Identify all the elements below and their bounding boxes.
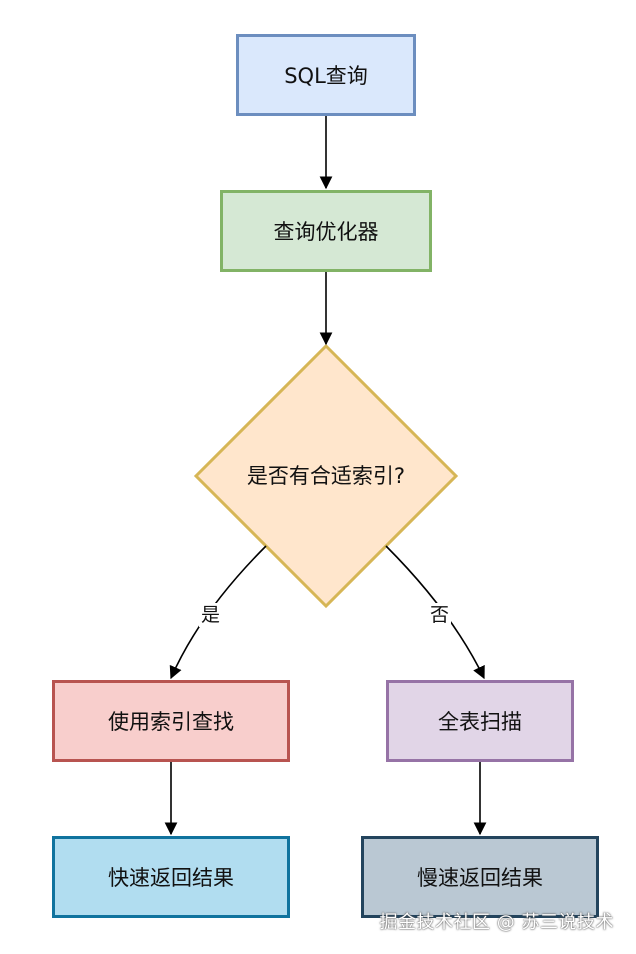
node-use-index-label: 使用索引查找	[108, 710, 234, 734]
node-query-optimizer-label: 查询优化器	[273, 220, 379, 244]
node-slow-return: 慢速返回结果	[361, 836, 599, 918]
node-fast-return: 快速返回结果	[52, 836, 290, 918]
node-use-index: 使用索引查找	[52, 680, 290, 762]
node-query-optimizer: 查询优化器	[220, 190, 432, 272]
node-sql-query-label: SQL查询	[284, 64, 368, 88]
node-full-table-scan: 全表扫描	[386, 680, 574, 762]
node-fast-return-label: 快速返回结果	[108, 866, 234, 890]
node-slow-return-label: 慢速返回结果	[417, 866, 543, 890]
decision-label: 是否有合适索引?	[246, 464, 406, 488]
node-sql-query: SQL查询	[236, 34, 416, 116]
watermark: 掘金技术社区 @ 苏三说技术	[379, 912, 614, 933]
node-full-table-scan-label: 全表扫描	[438, 710, 522, 734]
edge-label-no: 否	[428, 603, 452, 627]
edge-label-yes: 是	[199, 603, 223, 627]
decision-diamond	[193, 343, 459, 609]
